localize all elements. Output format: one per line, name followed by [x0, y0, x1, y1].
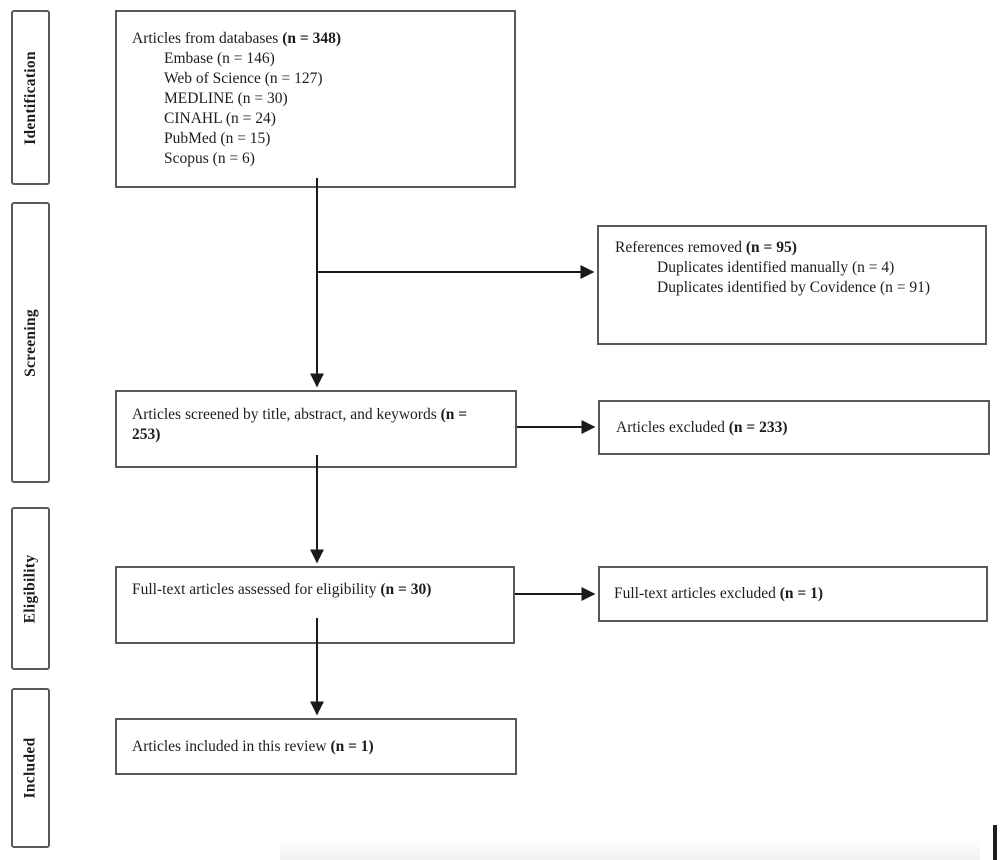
stage-label-included: Included: [21, 737, 39, 799]
removed-item: Duplicates identified manually (n = 4): [657, 259, 895, 276]
box-fulltext-assessed: Full-text articles assessed for eligibil…: [115, 566, 515, 644]
stage-box-eligibility: Eligibility: [11, 507, 50, 670]
corner-artifact: [993, 825, 997, 860]
box-articles-screened: Articles screened by title, abstract, an…: [115, 390, 517, 468]
box-title: Articles from databases (n = 348): [132, 30, 341, 47]
removed-item: Duplicates identified by Covidence (n = …: [657, 279, 931, 296]
stage-label-identification: Identification: [21, 50, 39, 145]
count-value: (n = 95): [745, 239, 797, 256]
database-item: PubMed (n = 15): [164, 130, 271, 147]
box-references-removed: References removed (n = 95) Duplicates i…: [597, 225, 987, 345]
count-value: (n = 1): [779, 585, 823, 602]
database-item: Web of Science (n = 127): [164, 70, 323, 87]
count-value: (n = 30): [380, 581, 432, 598]
stage-box-included: Included: [11, 688, 50, 848]
count-value: (n = 1): [330, 737, 374, 755]
database-item: Scopus (n = 6): [164, 150, 255, 167]
box-articles-from-databases: Articles from databases (n = 348) Embase…: [115, 10, 516, 188]
stage-label-screening: Screening: [21, 308, 39, 377]
stage-box-screening: Screening: [11, 202, 50, 483]
database-item: MEDLINE (n = 30): [164, 90, 288, 107]
count-value: (n = 348): [282, 30, 341, 47]
database-item: Embase (n = 146): [164, 50, 275, 67]
page-bottom-shadow: [280, 838, 980, 860]
box-articles-excluded: Articles excluded (n = 233): [598, 400, 990, 455]
box-title: References removed (n = 95): [615, 239, 797, 256]
count-value: (n = 253): [132, 406, 468, 443]
box-articles-included: Articles included in this review (n = 1): [115, 718, 517, 775]
stage-label-eligibility: Eligibility: [21, 554, 39, 623]
database-item: CINAHL (n = 24): [164, 110, 276, 127]
box-fulltext-excluded: Full-text articles excluded (n = 1): [598, 566, 988, 622]
count-value: (n = 233): [728, 418, 788, 436]
stage-box-identification: Identification: [11, 10, 50, 185]
